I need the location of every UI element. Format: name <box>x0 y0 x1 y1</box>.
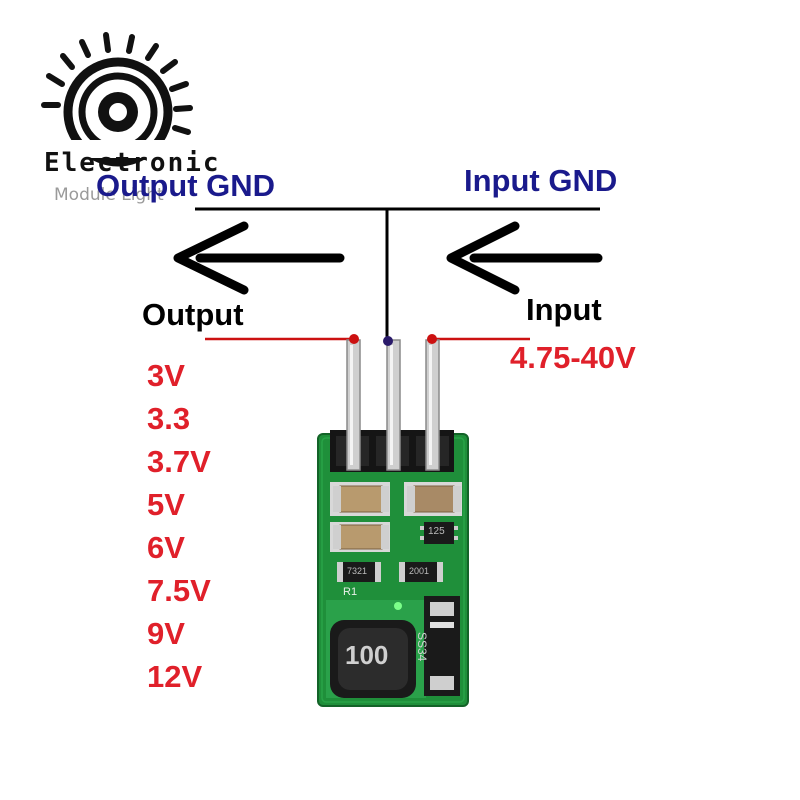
resistor-code: 2001 <box>409 566 430 576</box>
led-indicator <box>394 602 402 610</box>
output-voltage-item: 6V <box>147 530 185 565</box>
capacitors <box>333 485 461 550</box>
logo-tagline: Module Light <box>54 185 164 205</box>
input-voltage-range: 4.75-40V <box>510 340 636 375</box>
ic-chip <box>420 522 458 544</box>
output-pin-dot <box>349 334 359 344</box>
output-voltage-item: 9V <box>147 616 185 651</box>
inductor-marking: 100 <box>345 640 389 670</box>
diode-marking: SS34 <box>415 632 429 662</box>
input-gnd-label: Input GND <box>464 163 618 198</box>
header-pins <box>346 339 440 471</box>
output-arrow-icon <box>173 221 345 295</box>
output-label: Output <box>142 297 244 332</box>
output-voltage-item: 7.5V <box>147 573 211 608</box>
gnd-wiring <box>195 207 600 340</box>
input-pin-dot <box>427 334 437 344</box>
output-voltage-item: 5V <box>147 487 185 522</box>
output-gnd-label: Output GND <box>96 168 276 203</box>
inductor <box>330 620 416 698</box>
output-voltage-list: 3V 3.3 3.7V 5V 6V 7.5V 9V 12V <box>147 354 211 698</box>
logo-brand-text: Electronic <box>44 148 221 178</box>
chip-marking: 125 <box>428 526 445 537</box>
output-voltage-item: 12V <box>147 659 203 694</box>
resistor-code: 7321 <box>347 566 368 576</box>
input-label: Input <box>526 292 602 327</box>
output-voltage-item: 3.7V <box>147 444 211 479</box>
gnd-pin-dot <box>383 336 393 346</box>
resistor-label: R1 <box>343 586 358 598</box>
output-voltage-item: 3V <box>147 358 185 393</box>
logo-gear-icon <box>41 32 193 167</box>
input-arrow-icon <box>446 221 603 295</box>
output-voltage-item: 3.3 <box>147 401 191 436</box>
diode <box>424 596 460 696</box>
resistors <box>337 562 443 582</box>
